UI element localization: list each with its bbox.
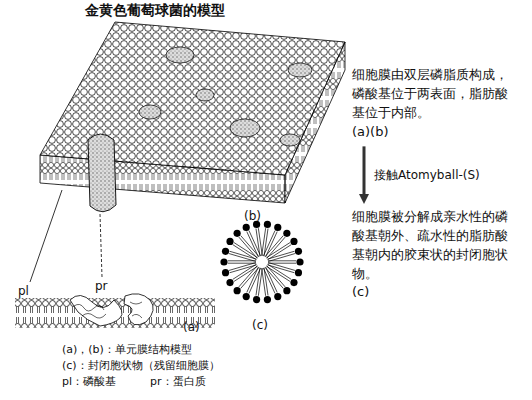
lipid-head [283, 287, 290, 294]
lipid-tail [266, 243, 290, 258]
block-text: 细胞膜被分解成亲水性的磷酸基朝外、疏水性的脂肪酸基朝内的胶束状的封闭胞状物。 [352, 208, 520, 283]
lipid-tail [268, 245, 292, 260]
lipid-head [295, 269, 302, 276]
lipid-head [222, 248, 229, 255]
lipid-tail [233, 264, 257, 279]
lipid-head [234, 230, 241, 237]
caption-line: pr：蛋白质 [150, 375, 206, 388]
lipid-tail [230, 265, 257, 273]
lipid-tail [256, 229, 260, 257]
part-label: (b) [244, 209, 261, 223]
lipid-head [296, 258, 303, 265]
lipid-tail [249, 231, 261, 256]
lipid-head [226, 238, 233, 245]
lipid-head [283, 230, 290, 237]
block-text: 细胞膜由双层磷脂质构成，磷酸基位于两表面，脂肪酸基位于内部。 [352, 66, 512, 123]
lipid-tail [264, 268, 268, 296]
part-label: pr [95, 279, 108, 293]
diagram-title: 金黄色葡萄球菌的模型 [85, 2, 225, 19]
lipid-head [264, 221, 271, 228]
lipid-tail [262, 268, 266, 296]
text-block: 细胞膜由双层磷脂质构成，磷酸基位于两表面，脂肪酸基位于内部。(a)(b) [352, 66, 512, 141]
lipid-tail [241, 267, 259, 288]
lipid-head [290, 238, 297, 245]
lipid-tail [256, 268, 260, 296]
part-label: (a) [183, 320, 200, 334]
flow-arrow [359, 146, 369, 204]
lipid-tail [268, 264, 292, 279]
micelle [220, 221, 303, 303]
text-block: 细胞膜被分解成亲水性的磷酸基朝外、疏水性的脂肪酸基朝内的胶束状的封闭胞状物。(c… [352, 208, 520, 302]
lipid-tail [234, 266, 258, 281]
lipid-tail [265, 236, 283, 257]
lipid-head [274, 293, 281, 300]
lipid-head [243, 293, 250, 300]
arrow-shaft [363, 146, 366, 195]
lipid-tail [258, 228, 262, 256]
arrow-head [359, 194, 369, 204]
lipid-tail [268, 263, 295, 271]
lipid-head [295, 248, 302, 255]
caption-line: (c)：封闭胞状物（残留细胞膜） [62, 359, 220, 372]
lipid-head [253, 296, 260, 303]
edge-label: 接触Atomyball-(S) [374, 168, 480, 182]
lipid-tail [263, 268, 275, 293]
lipid-head [226, 279, 233, 286]
block-text: (a)(b) [352, 123, 512, 142]
lipid-head [290, 279, 297, 286]
lipid-head [222, 269, 229, 276]
part-label: (c) [252, 318, 268, 332]
lipid-tail [233, 245, 257, 260]
lipid-head [220, 258, 227, 265]
lipid-head [264, 296, 271, 303]
lipid-head [234, 287, 241, 294]
lipid-tail [264, 229, 268, 257]
caption-line: (a)，(b)：单元膜结构模型 [62, 343, 192, 356]
part-label: pl [18, 284, 29, 298]
lipid-head [274, 224, 281, 231]
lipid-tail [228, 263, 256, 264]
block-text: (c) [352, 283, 520, 302]
caption-line: pl：磷酸基 [62, 375, 116, 388]
lipid-tail [267, 251, 294, 259]
lipid-head [243, 224, 250, 231]
lipid-tail [229, 254, 256, 262]
